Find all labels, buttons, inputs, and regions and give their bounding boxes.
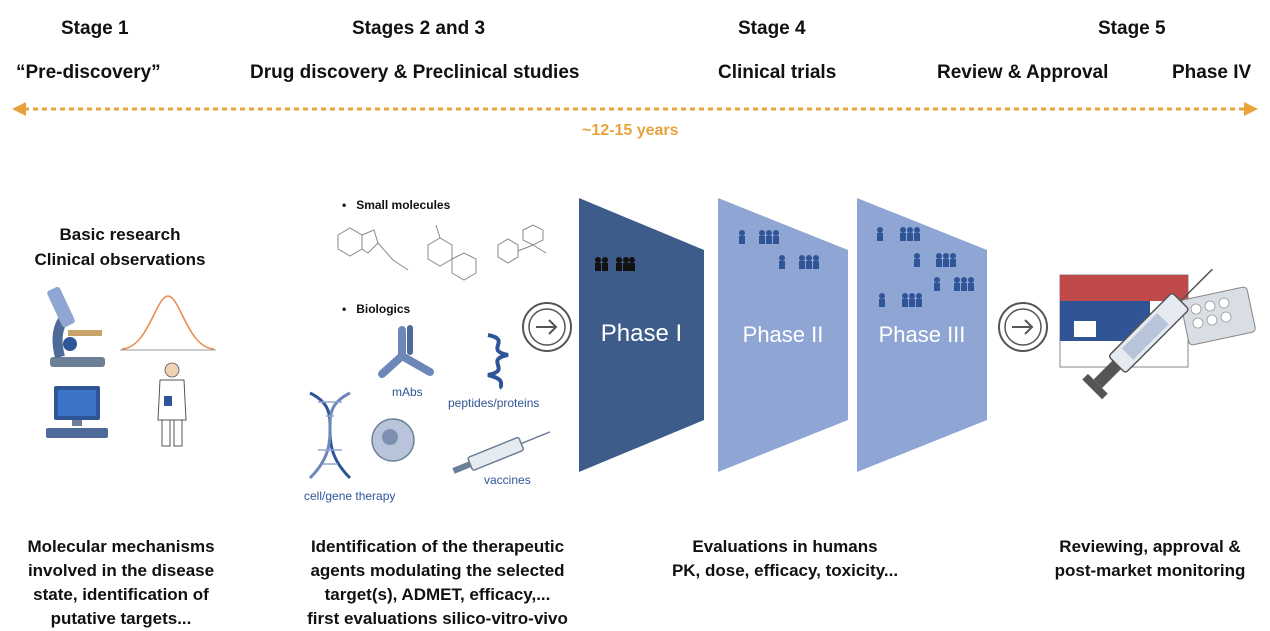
stage-5-description: Reviewing, approval & post-market monito… (1040, 535, 1260, 583)
stage-1-description: Molecular mechanisms involved in the dis… (15, 535, 227, 631)
small-molecules-label: Small molecules (356, 198, 451, 212)
stage-1-title: Stage 1 (61, 18, 129, 39)
description-line: state, identification of (33, 585, 209, 604)
phase-1-label: Phase I (600, 320, 683, 347)
cell-icon (371, 418, 415, 462)
phase-iv-label: Phase IV (1172, 62, 1252, 83)
antibody-icon (378, 325, 434, 378)
phase-2-label: Phase II (742, 322, 824, 347)
stage-4-subtitle: Clinical trials (718, 62, 837, 83)
phase-1-block (579, 198, 704, 472)
phase-2-block (718, 198, 848, 472)
description-line: first evaluations silico-vitro-vivo (307, 609, 568, 628)
description-line: Molecular mechanisms (27, 537, 215, 556)
phase-3-block (857, 198, 987, 472)
biologics-bullet: • Biologics (342, 302, 411, 316)
stage-1-subtitle: “Pre-discovery” (16, 62, 161, 83)
description-line: agents modulating the selected (310, 561, 565, 580)
description-line: PK, dose, efficacy, toxicity... (671, 561, 899, 580)
next-arrow-icon-2 (998, 302, 1048, 352)
stage-2-3-description: Identification of the therapeutic agents… (290, 535, 585, 631)
bell-curve-icon (120, 295, 216, 351)
stage-4-title: Stage 4 (738, 18, 806, 39)
people-icon (739, 230, 819, 269)
description-line: Identification of the therapeutic (310, 537, 565, 556)
description-line: Reviewing, approval & (1059, 537, 1241, 556)
small-molecules-bullet: • Small molecules (342, 198, 451, 212)
biologics-label: Biologics (356, 302, 411, 316)
timeline-arrow (12, 102, 1258, 116)
people-icon (595, 257, 635, 271)
microscope-icon (47, 286, 105, 367)
cell-gene-label: cell/gene therapy (304, 489, 396, 503)
doctor-icon (157, 362, 187, 447)
computer-icon (46, 386, 108, 438)
people-icon (877, 227, 974, 307)
medication-icon (1059, 268, 1256, 400)
syringe-icon (452, 431, 551, 474)
stage-2-3-subtitle: Drug discovery & Preclinical studies (250, 62, 580, 83)
description-line: involved in the disease (27, 561, 215, 580)
clinical-observations-label: Clinical observations (34, 250, 206, 269)
protein-helix-icon (487, 333, 509, 390)
stage-5-subtitle: Review & Approval (937, 62, 1109, 83)
dna-icon (308, 391, 352, 480)
timeline-duration: ~12-15 years (582, 122, 679, 139)
description-line: Evaluations in humans (692, 537, 878, 556)
next-arrow-icon-1 (522, 302, 572, 352)
stage-2-3-title: Stages 2 and 3 (352, 18, 486, 39)
stage-5-title: Stage 5 (1098, 18, 1166, 39)
description-line: post-market monitoring (1054, 561, 1246, 580)
vaccines-label: vaccines (484, 473, 531, 487)
stage-1-heading: Basic research Clinical observations (20, 222, 220, 272)
phase-1-shape (579, 198, 704, 472)
molecule-structures-icon (337, 224, 547, 281)
peptides-label: peptides/proteins (448, 396, 540, 410)
mabs-label: mAbs (392, 385, 423, 399)
phase-3-label: Phase III (878, 322, 966, 347)
description-line: target(s), ADMET, efficacy,... (324, 585, 551, 604)
stage-4-description: Evaluations in humans PK, dose, efficacy… (660, 535, 910, 583)
basic-research-label: Basic research (59, 225, 181, 244)
description-line: putative targets... (50, 609, 192, 628)
